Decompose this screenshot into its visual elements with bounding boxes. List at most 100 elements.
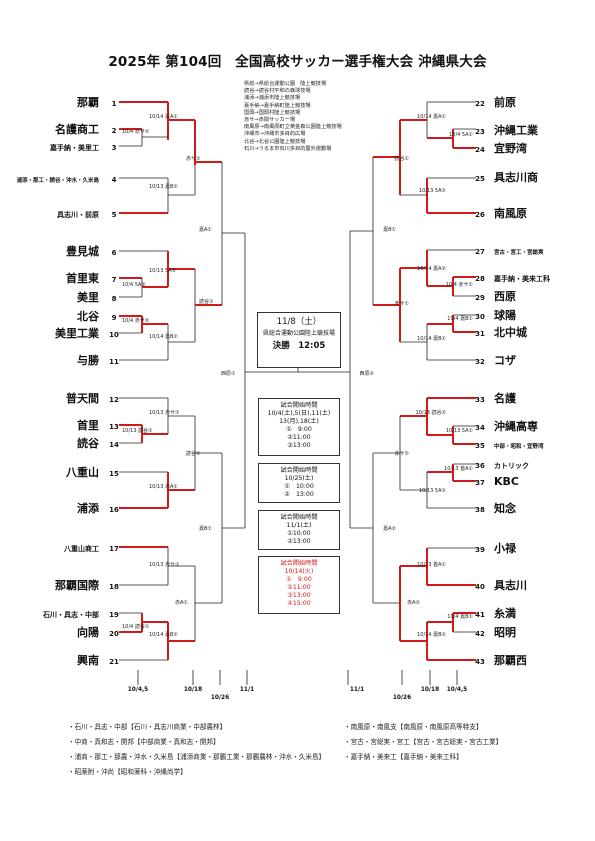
team-number: 22	[475, 100, 485, 108]
schedule-line: 10/14(火)	[284, 568, 314, 575]
match-venue-label: 10/14 嘉A①	[149, 113, 178, 120]
match-venue-label: 10/13 首A①	[444, 465, 473, 472]
final-venue: 県総合運動公園陸上競技場	[262, 330, 335, 337]
team-number: 30	[475, 313, 485, 321]
round-date: 11/1	[350, 687, 364, 693]
team-name: 具志川商	[494, 170, 538, 184]
match-venue-label: 赤サ①	[186, 156, 201, 162]
team-number: 16	[109, 506, 119, 514]
venue-legend-item: 赤サ→赤間サッカー場	[244, 117, 296, 124]
footer-left-column: ・石川・具志・中部【石川・具志川商業・中部農林】 ・中商・真和志・開邦【中部商業…	[68, 720, 348, 780]
schedule-line: ① 9:00	[286, 576, 312, 583]
team-number: 8	[112, 295, 117, 303]
match-venue-label: 10/4 赤サ①	[446, 282, 474, 288]
team-name: 読谷	[77, 436, 100, 450]
team-number: 24	[475, 146, 485, 154]
match-venue-label: 10/13 5A①	[446, 428, 474, 434]
footer-note: ・嘉手納・美来工【嘉手納・美来工科】	[344, 753, 463, 761]
match-venue-label: 赤サ①	[395, 301, 410, 307]
team-number: 34	[475, 424, 485, 432]
team-number: 37	[475, 479, 485, 487]
round-date: 10/26	[393, 695, 411, 701]
team-number: 38	[475, 506, 485, 514]
team-number: 14	[109, 441, 119, 449]
match-venue-label: 10/13 5A②	[149, 268, 177, 274]
footer-note: ・石川・具志・中部【石川・具志川商業・中部農林】	[68, 723, 227, 731]
match-venue-label: 10/4 赤サ②	[122, 129, 150, 135]
team-number: 4	[112, 176, 117, 184]
match-venue-label: 西原①	[221, 371, 236, 377]
team-name: 浦添	[77, 501, 100, 515]
final-kickoff: 決勝 12:05	[272, 341, 326, 351]
team-name: 那覇国際	[55, 578, 100, 592]
team-name: 沖縄工業	[494, 123, 539, 137]
footer-note: ・中商・真和志・開邦【中部商業・真和志・開邦】	[68, 738, 220, 746]
footer-note: ・南風原・南風支【南風原・南風原高等特支】	[344, 723, 483, 731]
team-number: 32	[475, 358, 485, 366]
match-venue-label: 10/13 赤サ①	[149, 562, 180, 568]
venue-legend-item: 北谷→北谷公園陸上競技場	[244, 138, 306, 145]
team-number: 40	[475, 583, 485, 591]
round-date: 10/4,5	[447, 687, 467, 693]
schedule-line: 13(月),18(土)	[279, 418, 319, 425]
round-date: 11/1	[240, 687, 254, 693]
match-venue-label: 10/14 嘉A①	[417, 113, 446, 120]
team-name: 向陽	[77, 625, 99, 639]
team-number: 7	[112, 276, 117, 284]
team-number: 36	[475, 462, 485, 470]
team-number: 41	[475, 611, 485, 619]
team-number: 20	[109, 630, 119, 638]
team-number: 15	[109, 470, 119, 478]
team-name: 普天間	[66, 391, 99, 405]
team-name: 那覇西	[494, 654, 527, 667]
footer-note: ・宮古・宮総実・宮工【宮古・宮古総実・宮古工業】	[344, 738, 503, 746]
round-date: 10/18	[421, 687, 439, 693]
team-name: 小禄	[493, 541, 517, 555]
match-venue-label: 嘉A②	[383, 525, 396, 532]
venue-legend-item: 石川→うるま市石川多目的屋外運動場	[244, 145, 332, 152]
schedule-line: 10/4(土),5(日),11(土)	[267, 410, 331, 417]
team-number: 39	[475, 546, 485, 554]
match-venue-label: 10/13 嘉B②	[149, 183, 178, 190]
schedule-line: ① 9:00	[286, 426, 312, 433]
schedule-line: 11/1(土)	[286, 522, 312, 529]
match-venue-label: 読谷①	[186, 450, 201, 457]
match-venue-label: 10/13 5A②	[419, 488, 447, 494]
match-venue-label: 読谷①	[199, 298, 214, 305]
match-venue-label: 10/14 嘉B②	[149, 631, 178, 638]
team-name: KBC	[494, 475, 519, 488]
team-number: 1	[112, 100, 117, 108]
team-number: 12	[109, 396, 119, 404]
team-number: 9	[112, 314, 117, 322]
match-venue-label: 10/4 赤サ②	[122, 318, 150, 324]
schedule-box-4: 試合開始時間 10/14(火) ① 9:00 ②11:00 ③13:00 ④15…	[258, 556, 340, 614]
match-venue-label: 10/14 嘉B②	[417, 631, 446, 638]
match-venue-label: 10/13 5A②	[419, 188, 447, 194]
match-venue-label: 赤サ②	[395, 451, 410, 457]
team-number: 11	[109, 358, 119, 366]
team-number: 29	[475, 294, 485, 302]
match-venue-label: 10/4 嘉B①	[447, 315, 473, 322]
round-date: 10/4,5	[128, 687, 148, 693]
match-venue-label: 嘉B①	[199, 525, 212, 532]
team-number: 31	[475, 330, 485, 338]
team-name: 南風原	[494, 206, 527, 220]
team-name: 豊見城	[66, 244, 99, 258]
schedule-line: ③13:00	[287, 592, 311, 599]
team-name: 美里工業	[55, 326, 100, 340]
team-number: 27	[475, 248, 485, 256]
venue-legend-item: 読谷→読谷村平和の森球技場	[244, 88, 311, 95]
team-number: 33	[475, 396, 485, 404]
schedule-line: ②11:00	[287, 584, 311, 591]
venue-legend: 県総→県総合運動公園 陸上競技場読谷→読谷村平和の森球技場浦添→浦添市陸上競技場…	[244, 81, 342, 153]
team-name: 具志川	[494, 578, 527, 592]
team-number: 35	[475, 442, 485, 450]
schedule-box-1: 試合開始時間 10/4(土),5(日),11(土) 13(月),18(土) ① …	[258, 398, 340, 456]
schedule-line: ②13:00	[287, 538, 311, 545]
team-name: 浦添・那工・読谷・沖水・久米島	[16, 176, 99, 184]
team-number: 19	[109, 611, 119, 619]
venue-legend-item: 国頭→国頭村陸上競技場	[244, 109, 301, 116]
team-name: 首里	[77, 418, 99, 432]
match-venue-label: 10/4 嘉B①	[447, 613, 473, 620]
